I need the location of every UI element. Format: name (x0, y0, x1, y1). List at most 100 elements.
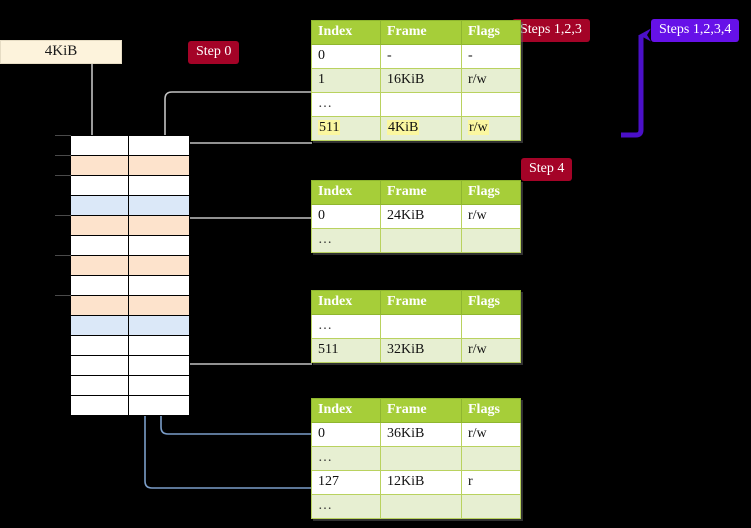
memory-tick-mark (55, 215, 71, 216)
highlighted-value: 4KiB (387, 120, 420, 135)
table-row[interactable]: 511 4KiB r/w (311, 116, 521, 141)
memory-tick-mark (55, 155, 71, 156)
ellipsis-text: … (318, 318, 333, 333)
column-header-flags: Flags (461, 180, 521, 205)
table-cell: … (311, 314, 381, 339)
memory-frame-row (70, 375, 190, 396)
column-header-flags: Flags (461, 290, 521, 315)
table-cell: 12KiB (380, 470, 462, 495)
table-cell: … (311, 494, 381, 519)
badge-step-0: Step 0 (188, 41, 240, 64)
memory-column-divider (128, 135, 129, 416)
table-cell (380, 314, 462, 339)
table-cell: … (311, 446, 381, 471)
table-cell: 511 (311, 338, 381, 363)
column-header-frame: Frame (380, 180, 462, 205)
memory-frame-row (70, 335, 190, 356)
memory-frame-row (70, 135, 190, 156)
ellipsis-text: … (318, 96, 333, 111)
memory-tick-mark (55, 255, 71, 256)
table-cell: r/w (461, 338, 521, 363)
table-row[interactable]: … (311, 314, 521, 339)
table-cell: 0 (311, 44, 381, 69)
table-row[interactable]: 0-- (311, 44, 521, 69)
table-cell: 16KiB (380, 68, 462, 93)
table-cell: r/w (461, 116, 521, 141)
table-cell (461, 228, 521, 253)
memory-frame-row (70, 395, 190, 416)
table-cell: 127 (311, 470, 381, 495)
table-cell: 24KiB (380, 204, 462, 229)
table-cell: r/w (461, 204, 521, 229)
column-header-frame: Frame (380, 398, 462, 423)
table-cell: … (311, 228, 381, 253)
table-cell: 32KiB (380, 338, 462, 363)
table-cell: 0 (311, 204, 381, 229)
connector-level0-out (178, 142, 312, 164)
column-header-index: Index (311, 290, 381, 315)
table-row[interactable]: … (311, 494, 521, 519)
column-header-flags: Flags (461, 398, 521, 423)
memory-frame-row (70, 195, 190, 216)
memory-frame-row (70, 315, 190, 336)
column-header-index: Index (311, 398, 381, 423)
table-cell: r/w (461, 68, 521, 93)
table-cell (461, 494, 521, 519)
table-cell: r (461, 470, 521, 495)
table-row[interactable]: … (311, 92, 521, 117)
badge-steps-123: Steps 1,2,3 (512, 19, 590, 42)
ellipsis-text: … (318, 450, 333, 465)
table-cell (380, 228, 462, 253)
ellipsis-text: … (318, 498, 333, 513)
memory-frame-row (70, 215, 190, 236)
arrow-steps-1234 (621, 28, 651, 138)
memory-column (55, 135, 190, 417)
badge-step-4: Step 4 (521, 158, 573, 181)
memory-frame-row (70, 295, 190, 316)
memory-frame-row (70, 355, 190, 376)
connector-level2 (178, 312, 312, 365)
table-row[interactable]: … (311, 446, 521, 471)
table-cell (380, 494, 462, 519)
badge-steps-1234: Steps 1,2,3,4 (651, 19, 740, 42)
memory-frame-row (70, 175, 190, 196)
table-cell: 36KiB (380, 422, 462, 447)
column-header-flags: Flags (461, 20, 521, 45)
highlighted-value: 511 (318, 120, 341, 135)
table-cell (380, 92, 462, 117)
table-cell (461, 314, 521, 339)
memory-frame-row (70, 275, 190, 296)
memory-frame-row (70, 255, 190, 276)
table-cell: - (461, 44, 521, 69)
memory-tick-mark (55, 175, 71, 176)
memory-frame-row (70, 235, 190, 256)
column-header-frame: Frame (380, 20, 462, 45)
table-cell: r/w (461, 422, 521, 447)
memory-frame-row (70, 155, 190, 176)
table-cell: … (311, 92, 381, 117)
memory-tick-mark (55, 135, 71, 136)
ellipsis-text: … (318, 232, 333, 247)
table-cell: - (380, 44, 462, 69)
table-cell: 511 (311, 116, 381, 141)
memory-tick-mark (55, 295, 71, 296)
column-header-index: Index (311, 20, 381, 45)
table-cell: 0 (311, 422, 381, 447)
table-cell: 1 (311, 68, 381, 93)
column-header-index: Index (311, 180, 381, 205)
table-cell (461, 92, 521, 117)
table-row[interactable]: … (311, 228, 521, 253)
